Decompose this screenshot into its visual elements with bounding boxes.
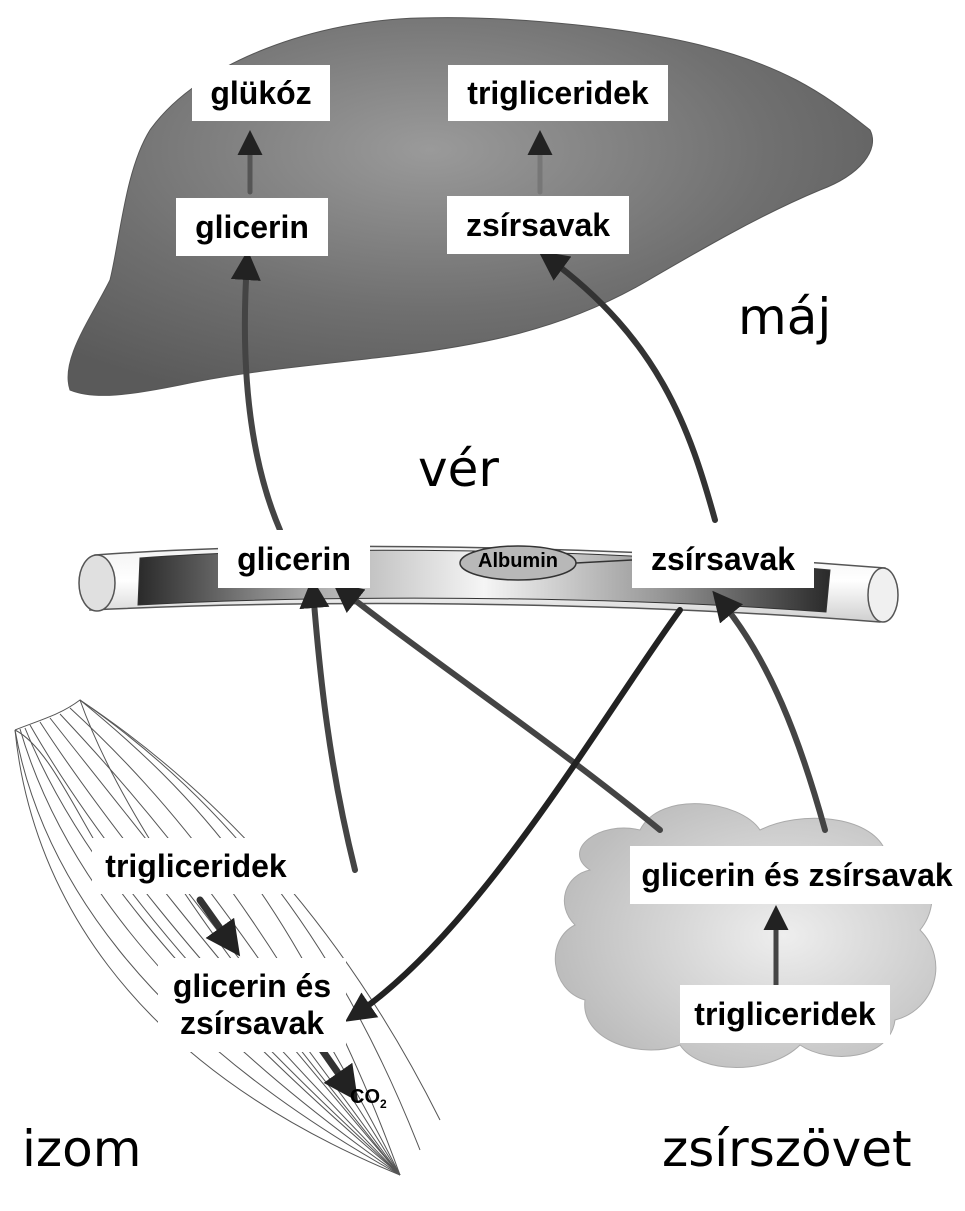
adipose-region-label: zsírszövet [662, 1120, 912, 1178]
blood-fatty-acids-label: zsírsavak [632, 530, 814, 588]
liver-glucose-label: glükóz [192, 65, 330, 121]
muscle-triglycerides-label: trigliceridek [92, 838, 300, 894]
adipose-triglycerides-label: trigliceridek [680, 985, 890, 1043]
muscle-glycerol-fatty-acids-label: glicerin és zsírsavak [158, 958, 346, 1052]
co2-label: CO2 [350, 1086, 387, 1111]
muscle-glycerol-fa-line2: zsírsavak [180, 1005, 324, 1042]
blood-glycerol-label: glicerin [218, 530, 370, 588]
adipose-glycerol-fatty-acids-label: glicerin és zsírsavak [630, 846, 964, 904]
albumin-label: Albumin [460, 550, 576, 573]
liver-fatty-acids-label: zsírsavak [447, 196, 629, 254]
muscle-region-label: izom [22, 1120, 141, 1178]
liver-glycerol-label: glicerin [176, 198, 328, 256]
blood-region-label: vér [418, 440, 499, 498]
co2-subscript: 2 [380, 1097, 387, 1111]
liver-triglycerides-label: trigliceridek [448, 65, 668, 121]
muscle-glycerol-fa-line1: glicerin és [173, 968, 331, 1005]
co2-text: CO [350, 1086, 380, 1108]
liver-region-label: máj [738, 288, 831, 346]
